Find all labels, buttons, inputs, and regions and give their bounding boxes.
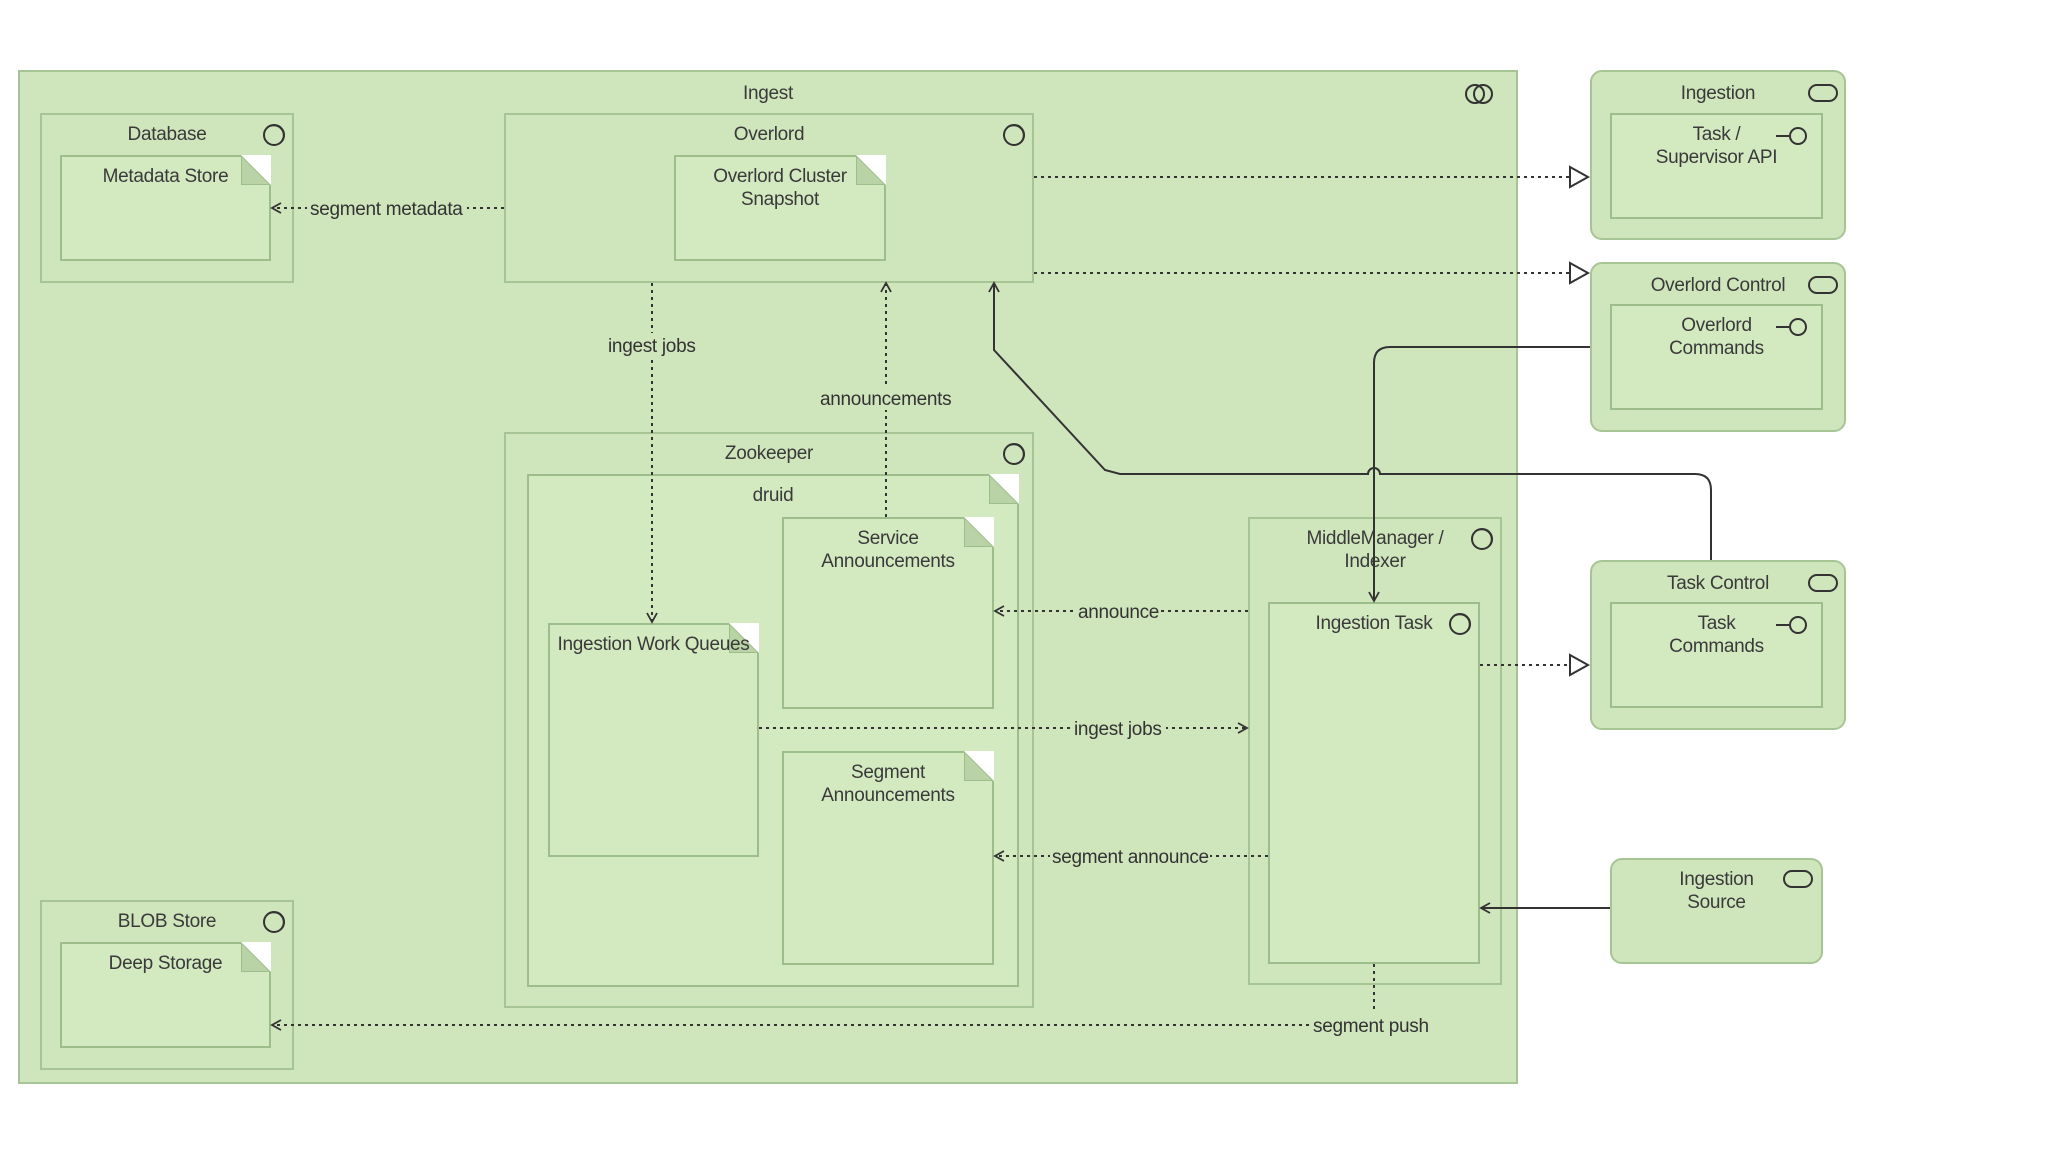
ingestion-work-queues-artifact[interactable]: Ingestion Work Queues <box>548 623 759 857</box>
interface-icon <box>1776 616 1807 634</box>
document-fold-icon <box>729 623 759 653</box>
overlord-snapshot-title: Overlord Cluster Snapshot <box>713 166 847 210</box>
task-commands-title: Task Commands <box>1669 613 1764 657</box>
service-announcements-artifact[interactable]: Service Announcements <box>782 517 994 709</box>
document-fold-icon <box>241 942 271 972</box>
node-icon <box>1449 613 1471 635</box>
task-commands[interactable]: Task Commands <box>1610 602 1823 708</box>
middlemanager-title: MiddleManager / Indexer <box>1306 528 1444 572</box>
document-fold-icon <box>241 155 271 185</box>
overlord-title: Overlord <box>733 124 805 145</box>
metadata-store-artifact[interactable]: Metadata Store <box>60 155 271 261</box>
ingestion-task-title: Ingestion Task <box>1315 613 1433 634</box>
interface-icon <box>1776 127 1807 145</box>
druid-title: druid <box>752 485 794 506</box>
node-icon <box>1003 124 1025 146</box>
deep-storage-title: Deep Storage <box>108 953 223 974</box>
node-icon <box>1003 443 1025 465</box>
segment-announcements-artifact[interactable]: Segment Announcements <box>782 751 994 965</box>
ingest-title: Ingest <box>743 83 793 104</box>
document-fold-icon <box>964 751 994 781</box>
overlord-control-title: Overlord Control <box>1650 275 1786 296</box>
node-icon <box>263 911 285 933</box>
zookeeper-title: Zookeeper <box>724 443 814 464</box>
document-fold-icon <box>856 155 886 185</box>
service-icon <box>1808 276 1838 294</box>
interface-icon <box>1776 318 1807 336</box>
service-icon <box>1808 574 1838 592</box>
node-icon <box>1471 528 1493 550</box>
service-icon <box>1808 84 1838 102</box>
ingestion-source[interactable]: Ingestion Source <box>1610 858 1823 964</box>
service-icon <box>1783 870 1813 888</box>
blob-store-title: BLOB Store <box>117 911 217 932</box>
overlord-snapshot-artifact[interactable]: Overlord Cluster Snapshot <box>674 155 886 261</box>
task-supervisor-api-title: Task / Supervisor API <box>1655 124 1778 168</box>
metadata-store-title: Metadata Store <box>102 166 229 187</box>
deep-storage-artifact[interactable]: Deep Storage <box>60 942 271 1048</box>
service-announcements-title: Service Announcements <box>821 528 955 572</box>
collaboration-icon <box>1465 84 1493 104</box>
document-fold-icon <box>964 517 994 547</box>
task-control-title: Task Control <box>1667 573 1769 594</box>
node-icon <box>263 124 285 146</box>
ingestion-source-title: Ingestion Source <box>1679 869 1754 913</box>
overlord-commands[interactable]: Overlord Commands <box>1610 304 1823 410</box>
task-supervisor-api[interactable]: Task / Supervisor API <box>1610 113 1823 219</box>
ingestion-work-queues-title: Ingestion Work Queues <box>557 634 750 655</box>
ingestion-task-node[interactable]: Ingestion Task <box>1268 602 1480 964</box>
segment-announcements-title: Segment Announcements <box>821 762 955 806</box>
ingestion-interface-title: Ingestion <box>1680 83 1756 104</box>
database-title: Database <box>127 124 207 145</box>
